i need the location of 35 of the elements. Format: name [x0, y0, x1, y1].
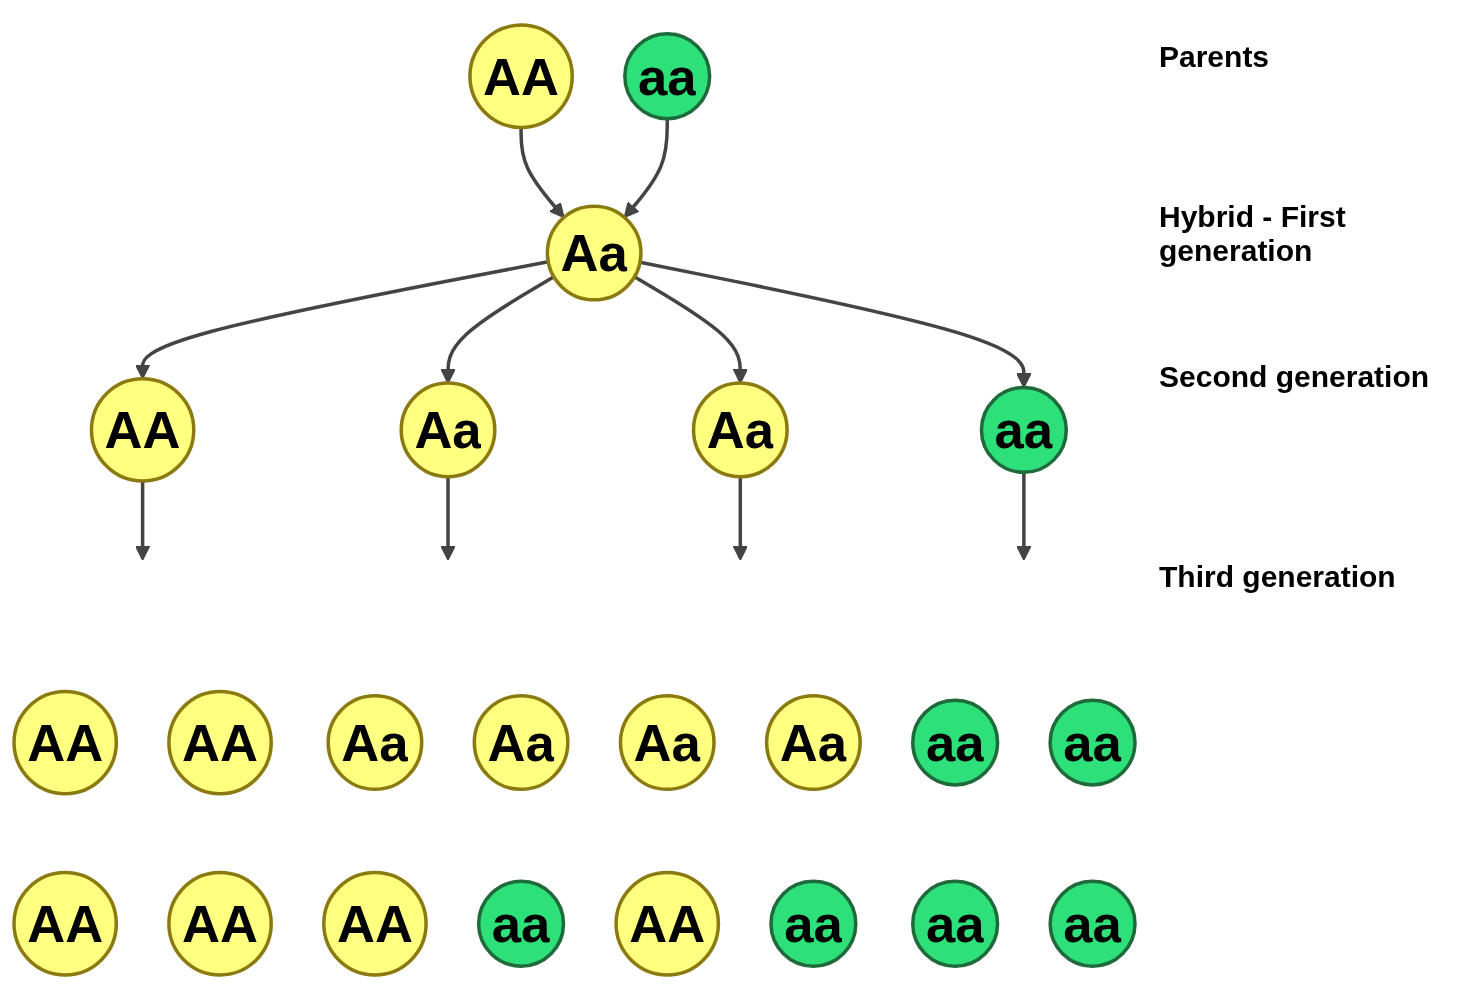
- node-circle: Aa: [472, 694, 570, 792]
- node-circle: AA: [167, 689, 273, 796]
- arrow: [440, 275, 555, 384]
- node-circle: aa: [1048, 879, 1137, 968]
- node-circle: AA: [322, 870, 428, 977]
- node-circle: Aa: [764, 694, 862, 792]
- node-circle: aa: [623, 32, 712, 121]
- node-circle: AA: [167, 870, 273, 977]
- node-circle: AA: [89, 377, 196, 483]
- node-circle: aa: [911, 698, 1000, 787]
- node-circle: aa: [979, 385, 1069, 475]
- node-circle: AA: [468, 23, 574, 130]
- node-circle: Aa: [545, 204, 643, 302]
- node-circle: aa: [769, 879, 858, 968]
- node-circle: AA: [12, 689, 119, 796]
- node-circle: Aa: [691, 381, 789, 479]
- arrow: [623, 118, 669, 219]
- arrow: [134, 481, 151, 561]
- generation-label: Hybrid - First generation: [1159, 200, 1347, 268]
- arrow: [633, 275, 748, 384]
- node-circle: Aa: [399, 381, 497, 479]
- node-circle: AA: [614, 870, 721, 977]
- generation-label: Second generation: [1159, 360, 1430, 394]
- node-circle: aa: [476, 879, 566, 968]
- generation-label: Third generation: [1159, 560, 1396, 594]
- arrow: [440, 476, 456, 561]
- arrow: [732, 476, 748, 561]
- arrow: [519, 127, 565, 219]
- node-circle: aa: [911, 879, 1000, 968]
- node-circle: aa: [1048, 698, 1137, 787]
- arrow: [1016, 472, 1032, 561]
- node-circle: Aa: [618, 694, 716, 792]
- node-circle: Aa: [326, 694, 424, 792]
- node-circle: AA: [12, 870, 119, 977]
- generation-label: Parents: [1159, 40, 1270, 74]
